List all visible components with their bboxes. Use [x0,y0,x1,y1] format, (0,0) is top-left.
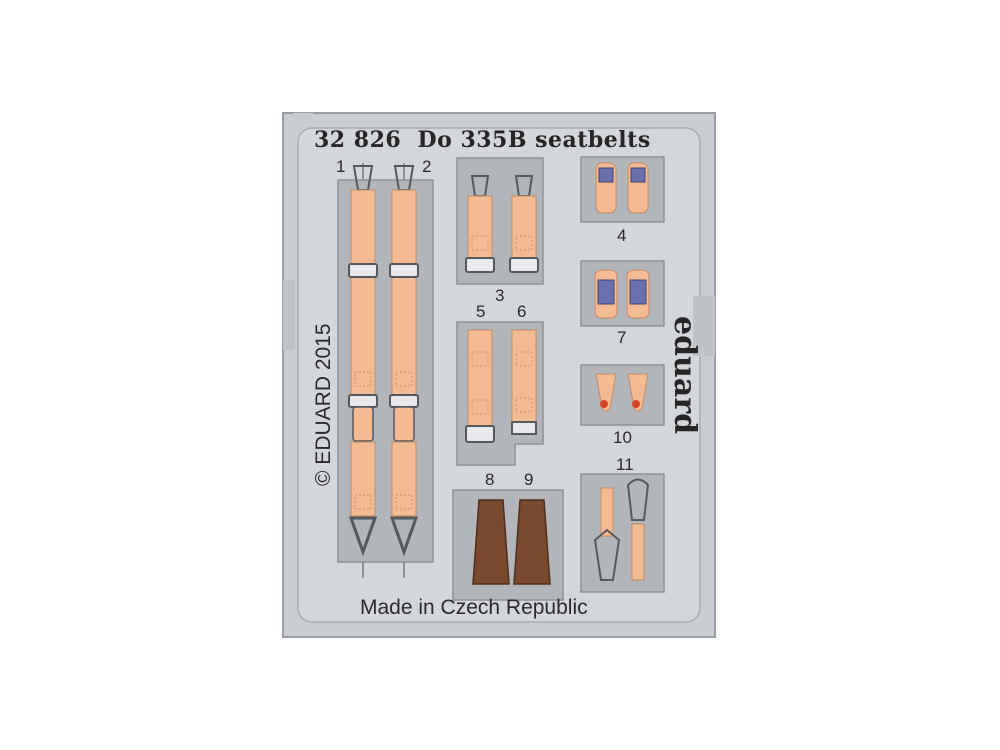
frame-part-10 [580,364,665,426]
part-label-6: 6 [517,302,527,321]
part-label-11: 11 [616,455,634,474]
brand-logo: eduard [667,316,702,435]
frame-part-11 [580,473,665,593]
part-label-10: 10 [613,428,632,447]
leather-pad-8 [472,499,510,585]
part-label-9: 9 [524,470,534,489]
frame-part-7 [580,260,665,327]
part-label-2: 2 [422,157,432,176]
copyright-text: © EDUARD 2015 [312,323,335,486]
strap-part-3 [465,175,539,273]
part-label-5: 5 [476,302,486,321]
part-label-8: 8 [485,470,495,489]
strap-part-4 [595,162,649,214]
part-label-1: 1 [336,157,346,176]
origin-text: Made in Czech Republic [360,596,588,619]
strap-part-6 [511,329,537,435]
harness-strap-1 [348,165,378,557]
leather-pad-9 [513,499,551,585]
product-number: 32 826 [314,127,402,153]
part-label-4: 4 [617,226,627,245]
product-title: Do 335B seatbelts [417,127,651,153]
strap-part-11 [593,478,650,581]
harness-strap-2 [389,165,419,557]
sheet-title: 32 826 Do 335B seatbelts [314,127,651,153]
part-label-7: 7 [617,328,627,347]
frame-part-4 [580,156,665,223]
strap-part-7 [594,269,650,319]
strap-part-5 [465,329,495,443]
strap-part-10 [595,373,649,412]
part-label-3: 3 [495,286,505,305]
